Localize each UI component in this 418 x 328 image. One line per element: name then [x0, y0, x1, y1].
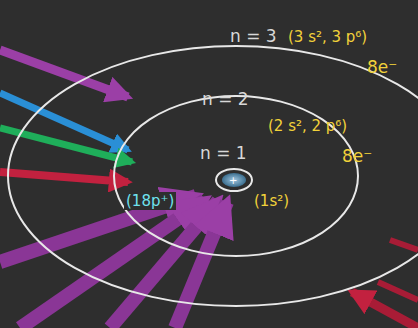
proton-count: (18p⁺) — [124, 192, 176, 210]
shell-2 — [114, 96, 358, 256]
shell-config: (3 s², 3 p⁶) — [288, 28, 367, 46]
electron-count: 8e⁻ — [367, 58, 397, 76]
electron-count: 8e⁻ — [342, 147, 372, 165]
shell-3 — [8, 46, 418, 306]
shell-1 — [216, 169, 252, 191]
shell-label: n = 2 — [202, 90, 249, 108]
shell-config: (1s²) — [254, 192, 289, 210]
nucleus-charge: + — [229, 172, 237, 190]
shell-label: n = 3 — [230, 27, 277, 45]
shell-config: (2 s², 2 p⁶) — [268, 117, 347, 135]
shell-label: n = 1 — [200, 144, 247, 162]
